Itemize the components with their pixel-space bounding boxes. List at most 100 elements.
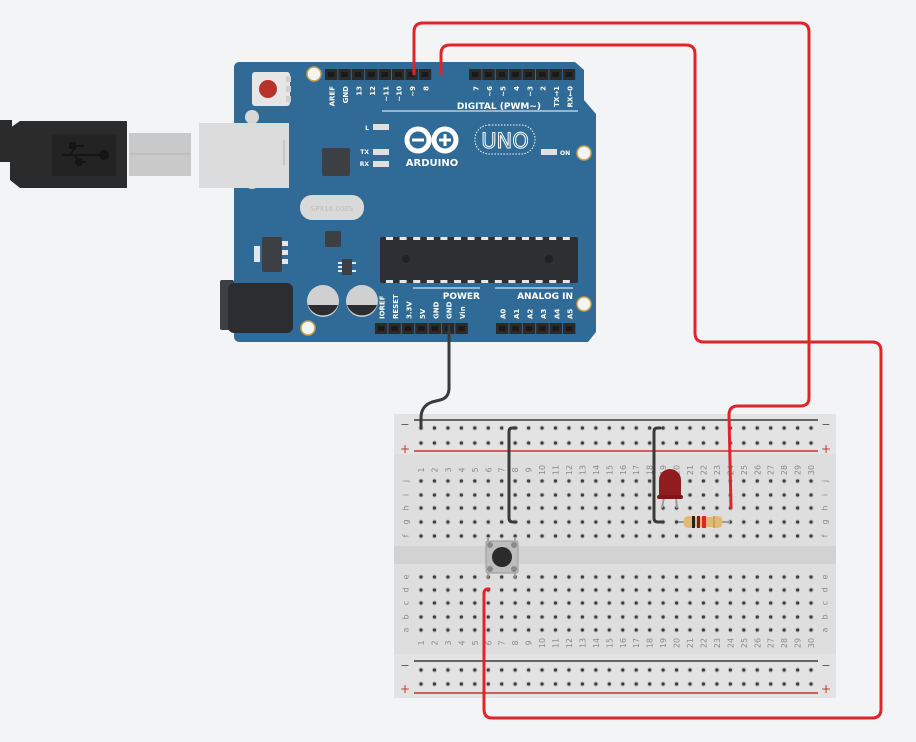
rail-hole[interactable] — [755, 426, 759, 430]
breadboard-hole[interactable] — [688, 534, 692, 538]
breadboard-hole[interactable] — [769, 588, 773, 592]
breadboard-hole[interactable] — [500, 493, 504, 497]
breadboard-hole[interactable] — [459, 628, 463, 632]
rail-hole[interactable] — [674, 441, 679, 445]
breadboard-hole[interactable] — [473, 506, 477, 510]
breadboard-hole[interactable] — [755, 575, 759, 579]
breadboard-hole[interactable] — [621, 520, 625, 524]
rail-hole[interactable] — [473, 426, 477, 430]
breadboard-hole[interactable] — [769, 534, 773, 538]
breadboard-hole[interactable] — [782, 506, 786, 510]
breadboard-hole[interactable] — [459, 534, 463, 538]
breadboard-hole[interactable] — [796, 628, 800, 632]
breadboard-hole[interactable] — [782, 588, 786, 592]
breadboard-hole[interactable] — [621, 628, 625, 632]
breadboard-hole[interactable] — [594, 493, 598, 497]
breadboard-hole[interactable] — [621, 479, 625, 483]
breadboard-hole[interactable] — [648, 588, 652, 592]
rail-hole[interactable] — [648, 668, 652, 672]
breadboard-hole[interactable] — [621, 601, 625, 605]
breadboard-hole[interactable] — [513, 601, 517, 605]
breadboard-hole[interactable] — [513, 493, 517, 497]
breadboard-hole[interactable] — [513, 615, 517, 619]
wire-rail-to-led[interactable] — [652, 426, 665, 524]
breadboard-hole[interactable] — [701, 615, 706, 619]
breadboard-hole[interactable] — [715, 615, 719, 619]
breadboard-hole[interactable] — [715, 601, 719, 605]
breadboard-hole[interactable] — [527, 534, 531, 538]
rail-hole[interactable] — [715, 426, 719, 430]
rail-hole[interactable] — [594, 441, 598, 445]
breadboard-hole[interactable] — [527, 588, 531, 592]
digital-header-right[interactable] — [469, 69, 576, 80]
rail-hole[interactable] — [432, 441, 437, 445]
breadboard-hole[interactable] — [634, 520, 638, 524]
breadboard-hole[interactable] — [419, 601, 423, 605]
breadboard-hole[interactable] — [540, 628, 544, 632]
breadboard-hole[interactable] — [782, 479, 786, 483]
breadboard-hole[interactable] — [446, 615, 450, 619]
breadboard-hole[interactable] — [621, 588, 625, 592]
breadboard-hole[interactable] — [661, 601, 665, 605]
breadboard-hole[interactable] — [459, 479, 463, 483]
breadboard-hole[interactable] — [446, 588, 450, 592]
rail-hole[interactable] — [446, 682, 450, 686]
pushbutton[interactable] — [485, 537, 519, 578]
breadboard-hole[interactable] — [701, 588, 706, 592]
breadboard-hole[interactable] — [742, 575, 746, 579]
breadboard-hole[interactable] — [432, 575, 437, 579]
breadboard-hole[interactable] — [446, 506, 450, 510]
breadboard-hole[interactable] — [648, 601, 652, 605]
breadboard-hole[interactable] — [500, 575, 504, 579]
breadboard-hole[interactable] — [419, 615, 423, 619]
breadboard-hole[interactable] — [594, 479, 598, 483]
breadboard-hole[interactable] — [432, 506, 437, 510]
breadboard-hole[interactable] — [459, 520, 463, 524]
rail-hole[interactable] — [701, 668, 706, 672]
rail-hole[interactable] — [446, 426, 450, 430]
breadboard-hole[interactable] — [473, 575, 477, 579]
breadboard-hole[interactable] — [580, 520, 585, 524]
breadboard-hole[interactable] — [796, 493, 800, 497]
breadboard-hole[interactable] — [755, 493, 759, 497]
breadboard-hole[interactable] — [567, 588, 571, 592]
breadboard-hole[interactable] — [634, 534, 638, 538]
wire-pin11-to-resistor[interactable] — [412, 21, 811, 510]
breadboard-hole[interactable] — [567, 601, 571, 605]
breadboard-hole[interactable] — [594, 575, 598, 579]
breadboard-hole[interactable] — [446, 601, 450, 605]
breadboard-hole[interactable] — [432, 493, 437, 497]
digital-header-left[interactable] — [325, 69, 432, 80]
rail-hole[interactable] — [459, 426, 463, 430]
rail-hole[interactable] — [715, 682, 719, 686]
breadboard-hole[interactable] — [580, 628, 585, 632]
rail-hole[interactable] — [459, 441, 463, 445]
breadboard-hole[interactable] — [688, 479, 692, 483]
rail-hole[interactable] — [769, 441, 773, 445]
rail-hole[interactable] — [782, 682, 786, 686]
rail-hole[interactable] — [648, 441, 652, 445]
breadboard-hole[interactable] — [755, 520, 759, 524]
breadboard-hole[interactable] — [634, 615, 638, 619]
breadboard-hole[interactable] — [486, 628, 490, 632]
breadboard-hole[interactable] — [580, 588, 585, 592]
rail-hole[interactable] — [419, 441, 423, 445]
breadboard-hole[interactable] — [796, 520, 800, 524]
breadboard-hole[interactable] — [728, 575, 732, 579]
rail-hole[interactable] — [796, 426, 800, 430]
breadboard-hole[interactable] — [674, 601, 679, 605]
rail-hole[interactable] — [553, 682, 558, 686]
breadboard-hole[interactable] — [527, 506, 531, 510]
breadboard-hole[interactable] — [446, 493, 450, 497]
breadboard-hole[interactable] — [527, 628, 531, 632]
breadboard-hole[interactable] — [782, 493, 786, 497]
rail-hole[interactable] — [634, 668, 638, 672]
breadboard-hole[interactable] — [796, 506, 800, 510]
breadboard-hole[interactable] — [540, 534, 544, 538]
breadboard-hole[interactable] — [621, 493, 625, 497]
rail-hole[interactable] — [432, 682, 437, 686]
rail-hole[interactable] — [527, 441, 531, 445]
breadboard-hole[interactable] — [580, 534, 585, 538]
breadboard-hole[interactable] — [446, 575, 450, 579]
breadboard-hole[interactable] — [540, 479, 544, 483]
